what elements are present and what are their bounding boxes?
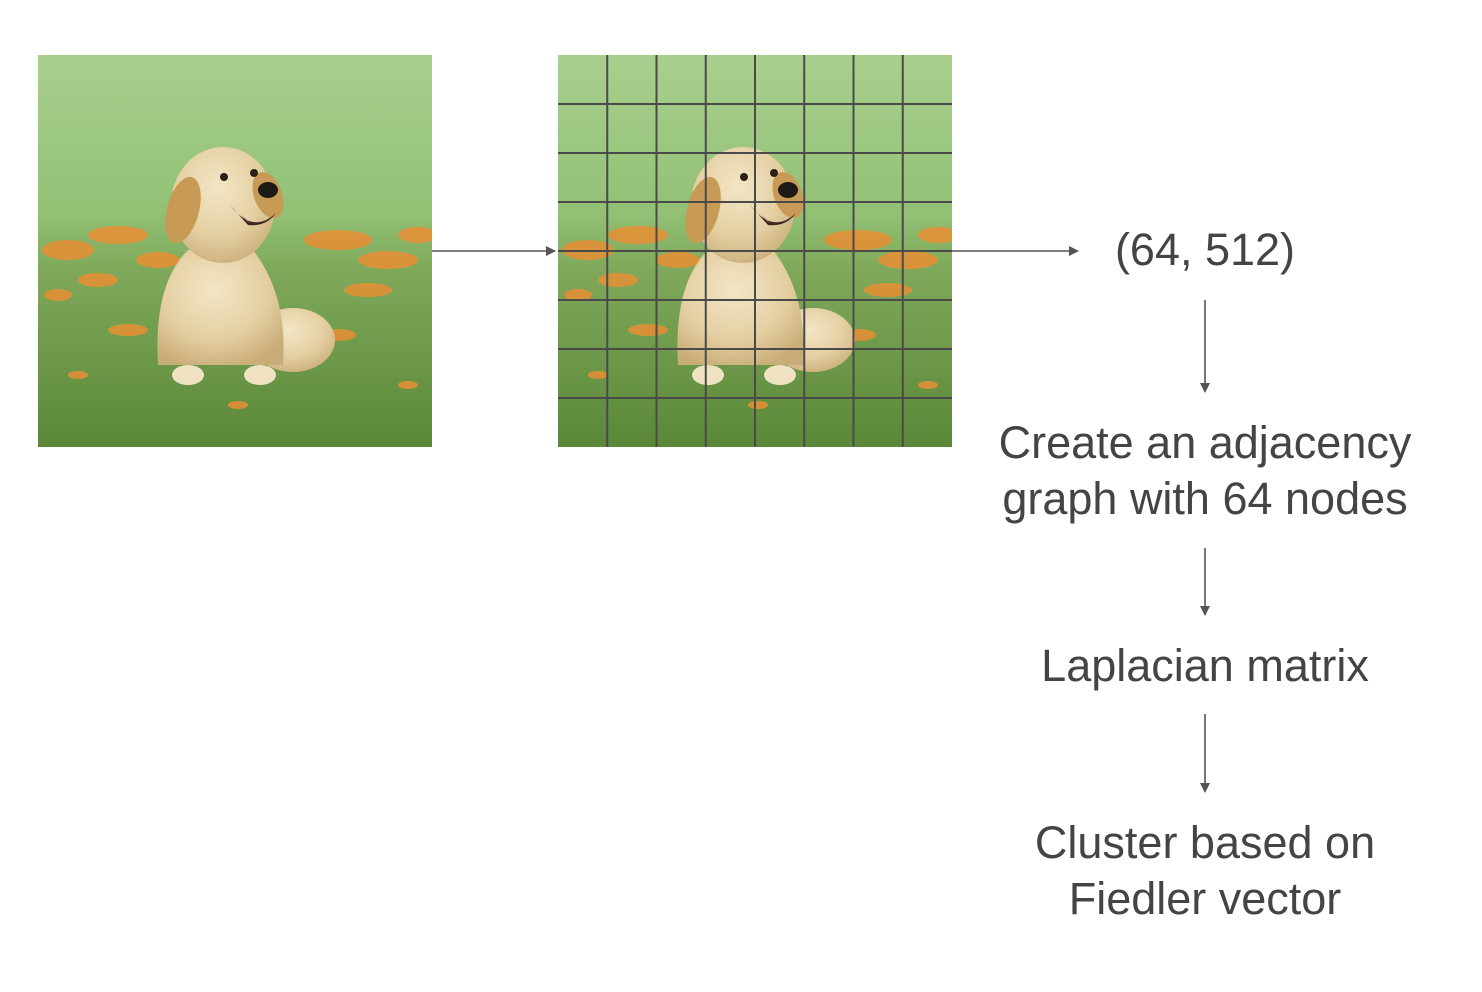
original-image (38, 55, 432, 447)
step-adjacency-line-1: Create an adjacency (998, 417, 1412, 468)
step-cluster-line-2: Fiedler vector (1068, 873, 1342, 924)
step-laplacian-line-1: Laplacian matrix (1041, 640, 1369, 691)
step-adjacency-line-2: graph with 64 nodes (1002, 473, 1408, 524)
step-laplacian: Laplacian matrix (980, 638, 1430, 694)
puppy-photo-icon (38, 55, 432, 447)
patch-grid (558, 55, 952, 447)
puppy-photo-with-grid-icon (558, 55, 952, 447)
feature-shape-text: (64, 512) (1114, 224, 1296, 275)
gridded-image (558, 55, 952, 447)
feature-shape-label: (64, 512) (1035, 222, 1375, 278)
step-cluster-line-1: Cluster based on (1034, 817, 1376, 868)
step-cluster: Cluster based on Fiedler vector (980, 815, 1430, 927)
step-adjacency-graph: Create an adjacency graph with 64 nodes (940, 415, 1470, 527)
